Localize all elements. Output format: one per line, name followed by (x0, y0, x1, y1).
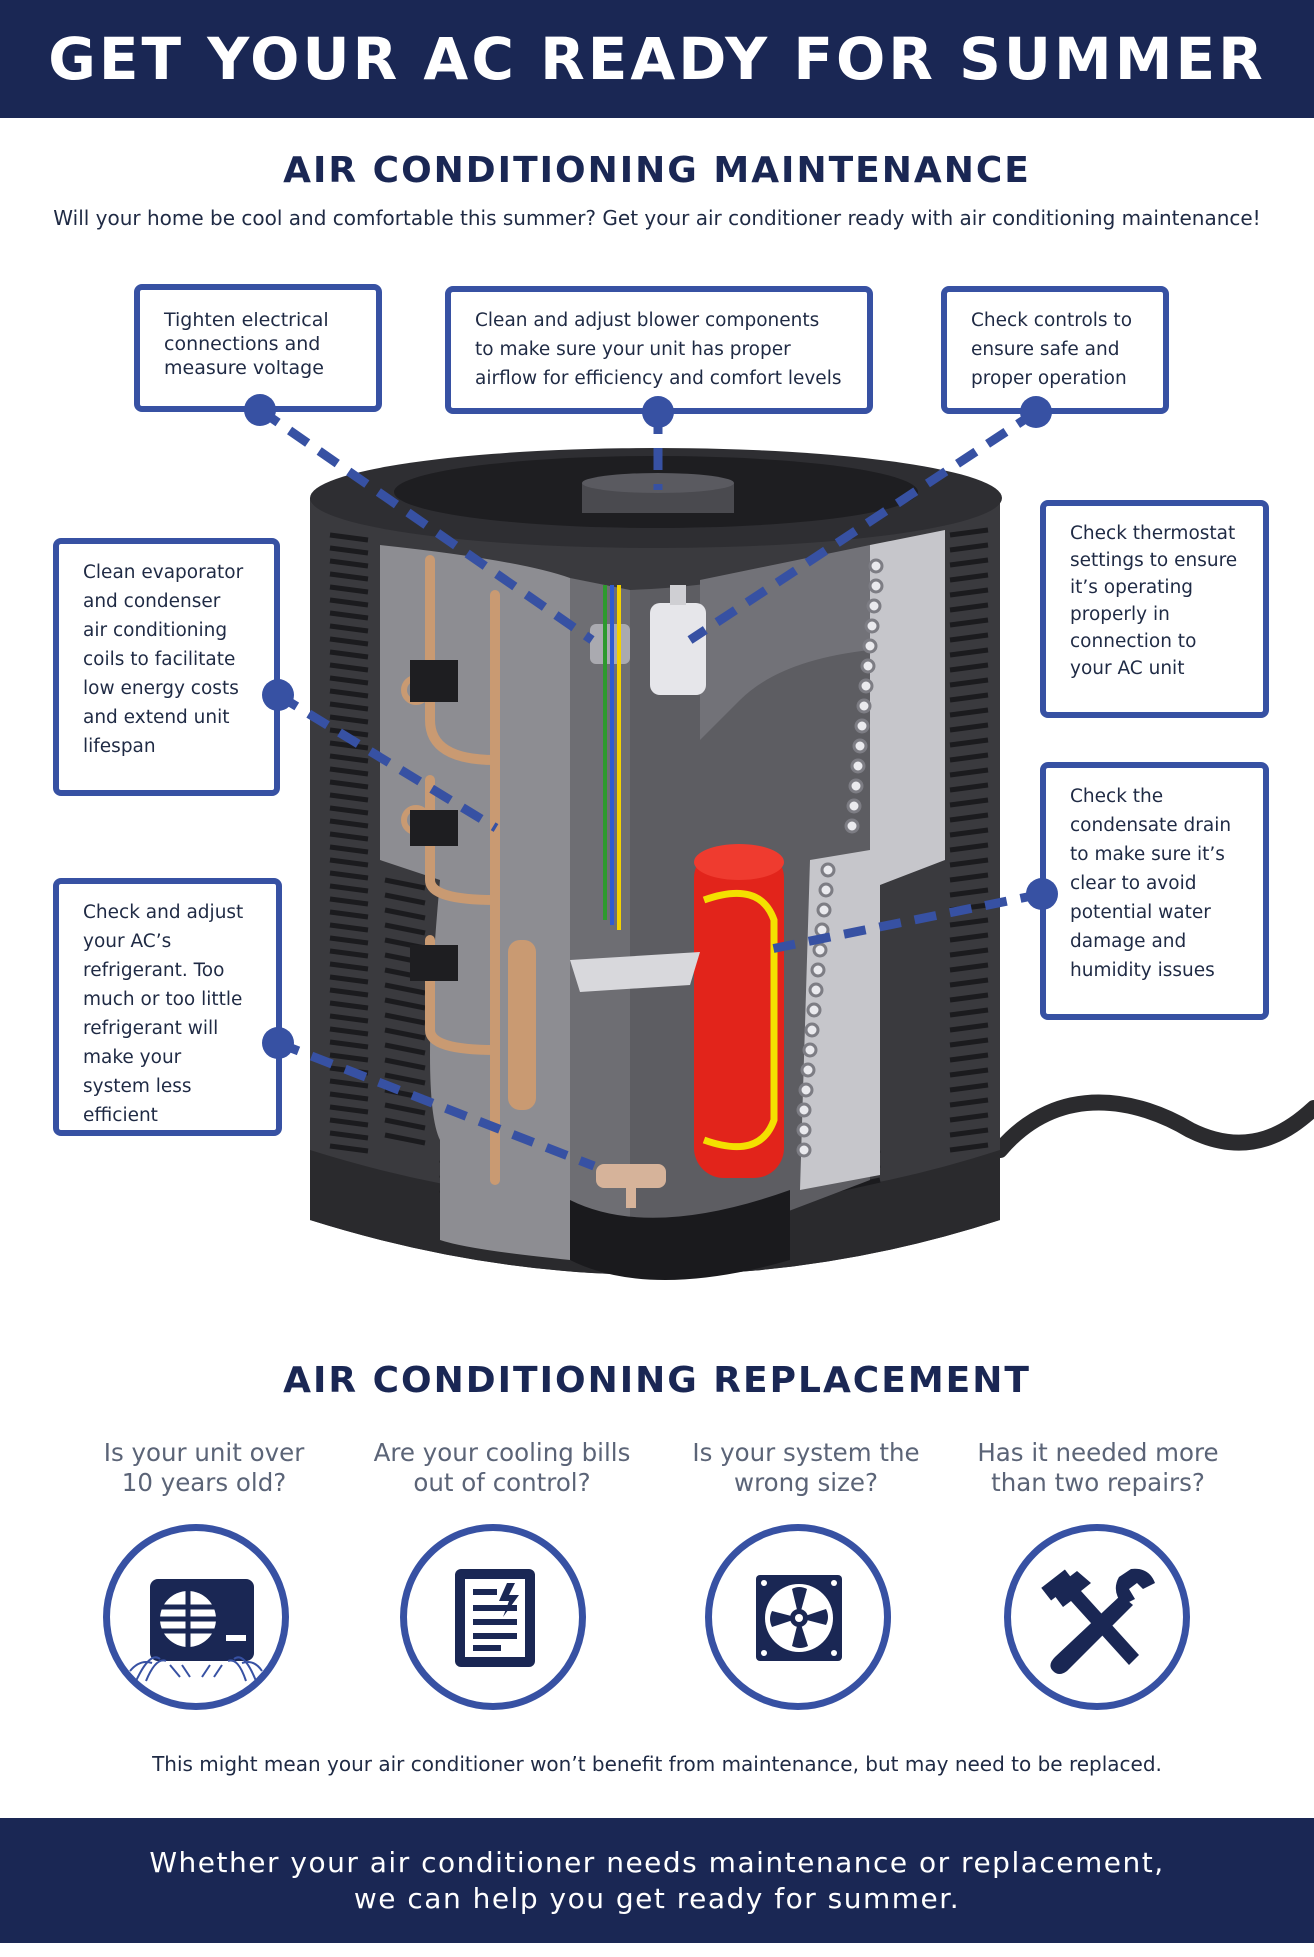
compressor-top (694, 844, 784, 880)
footer-banner: Whether your air conditioner needs maint… (0, 1818, 1314, 1943)
question-bills-line1: Are your cooling bills (373, 1438, 631, 1467)
footer-message: Whether your air conditioner needs maint… (149, 1845, 1164, 1917)
callout-blower: Clean and adjust blower components to ma… (445, 286, 873, 414)
compressor (694, 848, 784, 1178)
question-repairs: Has it needed more than two repairs? (948, 1438, 1248, 1498)
callout-electrical: Tighten electrical connections and measu… (134, 284, 382, 412)
question-age: Is your unit over 10 years old? (54, 1438, 354, 1498)
question-bills: Are your cooling bills out of control? (352, 1438, 652, 1498)
condenser-coil (800, 530, 945, 1190)
capacitor-terminal (670, 585, 686, 605)
replacement-title: AIR CONDITIONING REPLACEMENT (283, 1360, 1031, 1401)
power-cord (992, 1094, 1314, 1158)
page-title: GET YOUR AC READY FOR SUMMER (48, 25, 1266, 93)
capacitor (650, 603, 706, 695)
panel-slot-2 (410, 810, 458, 846)
footer-line1: Whether your air conditioner needs maint… (149, 1845, 1165, 1879)
bracket (570, 952, 700, 992)
question-size-line1: Is your system the (692, 1438, 920, 1467)
question-repairs-line1: Has it needed more (977, 1438, 1219, 1467)
header-banner: GET YOUR AC READY FOR SUMMER (0, 0, 1314, 118)
fan-motor-cap-top (582, 473, 734, 493)
filter-drier (508, 940, 536, 1110)
footer-line2: we can help you get ready for summer. (353, 1881, 961, 1915)
energy-bill-icon (400, 1524, 586, 1710)
question-size: Is your system the wrong size? (656, 1438, 956, 1498)
callout-thermostat: Check thermostat settings to ensure it’s… (1040, 500, 1269, 718)
callout-drain: Check the condensate drain to make sure … (1040, 762, 1269, 1020)
service-valve (596, 1164, 666, 1188)
panel-slot-1 (410, 660, 458, 702)
interior-floor (570, 1190, 790, 1280)
callout-coils: Clean evaporator and condenser air condi… (53, 538, 280, 796)
question-age-line2: 10 years old? (121, 1468, 287, 1497)
maintenance-intro: Will your home be cool and comfortable t… (53, 206, 1261, 230)
panel-slot-3 (410, 945, 458, 981)
replacement-note: This might mean your air conditioner won… (152, 1752, 1162, 1776)
callout-controls: Check controls to ensure safe and proper… (941, 286, 1169, 414)
question-bills-line2: out of control? (413, 1468, 591, 1497)
question-size-line2: wrong size? (734, 1468, 878, 1497)
maintenance-title: AIR CONDITIONING MAINTENANCE (283, 150, 1031, 191)
compressor-wire (702, 889, 778, 1151)
callout-refrigerant: Check and adjust your AC’s refrigerant. … (53, 878, 282, 1136)
question-repairs-line2: than two repairs? (991, 1468, 1205, 1497)
hammer-wrench-icon (1004, 1524, 1190, 1710)
question-age-line1: Is your unit over (103, 1438, 305, 1467)
fan-box-icon (705, 1524, 891, 1710)
service-valve-stem (626, 1188, 636, 1208)
old-ac-unit-icon (103, 1524, 289, 1710)
